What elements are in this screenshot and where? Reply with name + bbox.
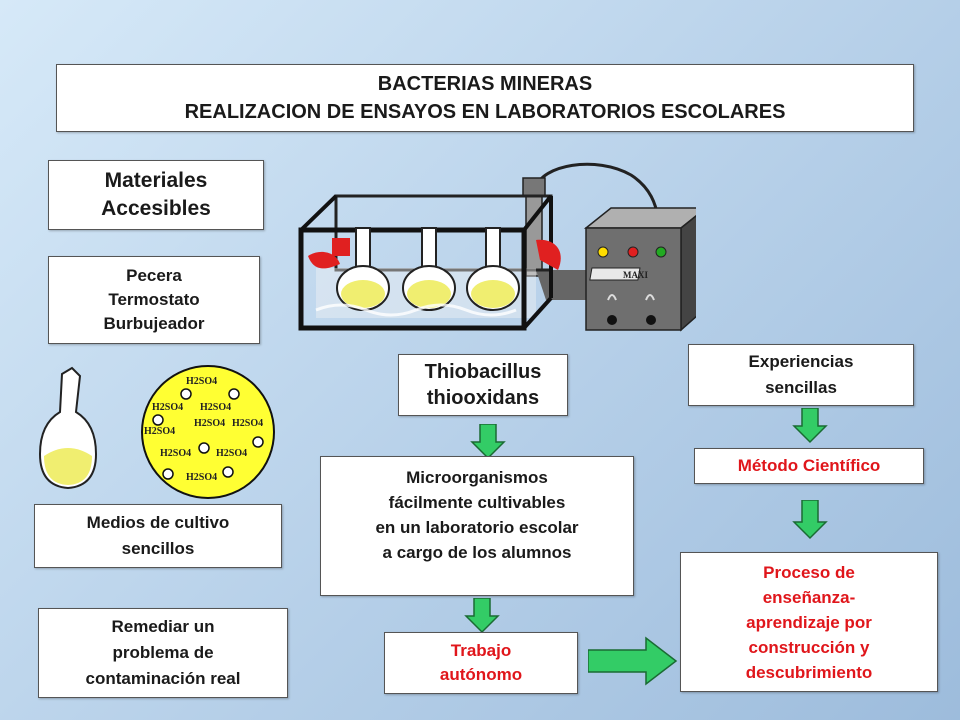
- microorganismos-box: Microorganismos fácilmente cultivables e…: [320, 456, 634, 596]
- experiencias-line-1: Experiencias: [748, 352, 854, 371]
- medios-box: Medios de cultivo sencillos: [34, 504, 282, 568]
- microorganismos-line-1: Microorganismos: [406, 468, 548, 487]
- proceso-line-5: descubrimiento: [745, 662, 873, 682]
- materiales-box: Materiales Accesibles: [48, 160, 264, 230]
- culture-media-illustration: H2SO4 H2SO4 H2SO4 H2SO4 H2SO4 H2SO4 H2SO…: [38, 365, 275, 499]
- materiales-line-2: Accesibles: [101, 197, 211, 220]
- remediar-line-3: contaminación real: [85, 669, 241, 688]
- trabajo-box: Trabajo autónomo: [384, 632, 578, 694]
- equipos-line-1: Pecera: [126, 266, 182, 285]
- acid-label: H2SO4: [152, 402, 183, 413]
- acid-molecules: H2SO4 H2SO4 H2SO4 H2SO4 H2SO4 H2SO4 H2SO…: [144, 376, 263, 483]
- equipos-line-3: Burbujeador: [103, 314, 205, 333]
- acid-label: H2SO4: [186, 472, 217, 483]
- acid-label: H2SO4: [144, 426, 175, 437]
- title-box: BACTERIAS MINERAS REALIZACION DE ENSAYOS…: [56, 64, 914, 132]
- acid-label: H2SO4: [194, 418, 225, 429]
- proceso-line-4: construcción y: [748, 637, 870, 657]
- proceso-line-1: Proceso de: [763, 562, 855, 582]
- thiobacillus-box: Thiobacillus thiooxidans: [398, 354, 568, 416]
- trabajo-line-2: autónomo: [439, 665, 523, 684]
- acid-label: H2SO4: [160, 448, 191, 459]
- microorganismos-line-3: en un laboratorio escolar: [375, 518, 579, 537]
- metodo-label: Método Científico: [737, 456, 881, 475]
- arrow-down-4: [792, 500, 828, 540]
- thiobacillus-line-2: thiooxidans: [426, 387, 540, 409]
- equipos-line-2: Termostato: [108, 290, 200, 309]
- arrow-down-2: [464, 598, 500, 634]
- acid-label: H2SO4: [200, 402, 231, 413]
- acid-label: H2SO4: [216, 448, 247, 459]
- medios-line-2: sencillos: [121, 539, 195, 558]
- proceso-box: Proceso de enseñanza- aprendizaje por co…: [680, 552, 938, 692]
- proceso-line-3: aprendizaje por: [746, 612, 872, 632]
- thermostat-label: MAXI: [623, 270, 648, 280]
- remediar-line-2: problema de: [112, 643, 214, 662]
- arrow-down-1: [470, 424, 506, 460]
- acid-label: H2SO4: [232, 418, 263, 429]
- title-line-2: REALIZACION DE ENSAYOS EN LABORATORIOS E…: [184, 101, 786, 123]
- medios-line-1: Medios de cultivo: [86, 513, 230, 532]
- equipos-box: Pecera Termostato Burbujeador: [48, 256, 260, 344]
- arrow-down-3: [792, 408, 828, 444]
- trabajo-line-1: Trabajo: [450, 641, 512, 660]
- experiencias-box: Experiencias sencillas: [688, 344, 914, 406]
- proceso-line-2: enseñanza-: [762, 587, 856, 607]
- experiencias-line-2: sencillas: [765, 378, 837, 397]
- arrow-right: [588, 636, 678, 686]
- microorganismos-line-2: fácilmente cultivables: [388, 493, 566, 512]
- aquarium-illustration: MAXI: [298, 162, 696, 332]
- metodo-box: Método Científico: [694, 448, 924, 484]
- materiales-line-1: Materiales: [104, 169, 208, 192]
- acid-label: H2SO4: [186, 376, 217, 387]
- remediar-box: Remediar un problema de contaminación re…: [38, 608, 288, 698]
- thiobacillus-line-1: Thiobacillus: [424, 361, 542, 383]
- title-line-1: BACTERIAS MINERAS: [377, 73, 593, 95]
- remediar-line-1: Remediar un: [111, 617, 215, 636]
- microorganismos-line-4: a cargo de los alumnos: [382, 543, 572, 562]
